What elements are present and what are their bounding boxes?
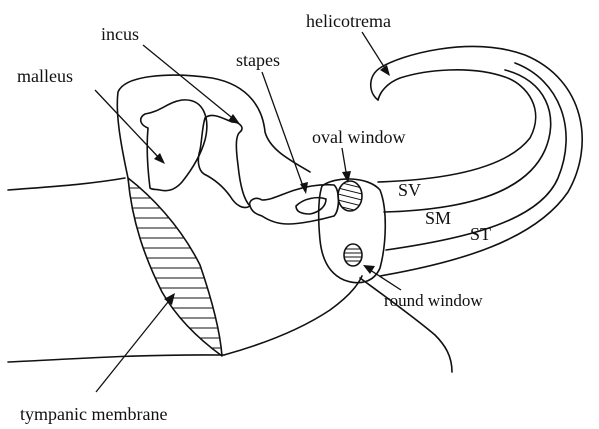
stapes-arrow (262, 72, 308, 194)
round-window-arrow (363, 265, 401, 290)
round-window-label: round window (384, 291, 483, 310)
helicotrema-label: helicotrema (306, 11, 391, 31)
ear-canal-upper-wall (8, 178, 125, 190)
incus-arrow (143, 45, 240, 124)
stapes-label: stapes (236, 50, 280, 70)
tympanic-membrane-arrow (96, 293, 175, 392)
oval-window-label: oval window (312, 127, 406, 147)
malleus-arrow (95, 90, 165, 164)
st-label: ST (470, 224, 491, 244)
sm-label: SM (425, 208, 451, 228)
incus-label: incus (101, 24, 139, 44)
cochlea-upper-wall (378, 70, 536, 182)
helicotrema-arrow (362, 32, 390, 76)
stapes-footplate-opening (296, 198, 326, 214)
sv-label: SV (398, 180, 421, 200)
oval-window-arrow (342, 148, 351, 183)
malleus-label: malleus (17, 66, 73, 86)
malleus (141, 100, 207, 191)
middle-ear-floor (224, 276, 362, 355)
tympanic-membrane-hatching (110, 188, 230, 348)
oval-window-hatching (330, 180, 370, 214)
ear-canal-lower-wall (8, 355, 224, 362)
round-window (344, 244, 362, 266)
tympanic-membrane (128, 178, 222, 356)
vestibule (319, 179, 386, 283)
tympanic-membrane-label: tympanic membrane (20, 404, 167, 424)
